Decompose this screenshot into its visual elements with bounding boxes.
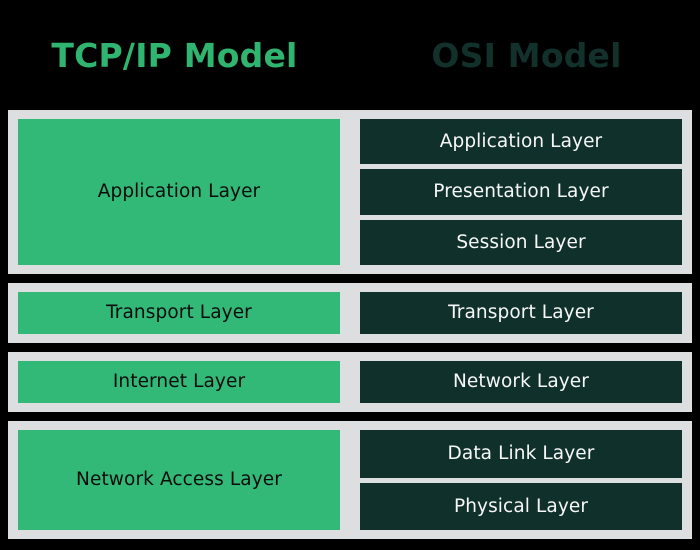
tcpip-column-row-3: Internet Layer	[18, 361, 340, 403]
tcpip-column-row-1: Application Layer	[18, 119, 340, 265]
osi-column-row-2: Transport Layer	[360, 292, 682, 334]
osi-model-title: OSI Model	[431, 35, 622, 75]
layer-rows: Application Layer Application Layer Pres…	[8, 110, 692, 539]
tcpip-column-row-4: Network Access Layer	[18, 430, 340, 530]
layer-row-application: Application Layer Application Layer Pres…	[8, 110, 692, 274]
tcpip-layer-network-access[interactable]: Network Access Layer	[18, 430, 340, 530]
tcpip-layer-transport[interactable]: Transport Layer	[18, 292, 340, 334]
tcpip-layer-internet[interactable]: Internet Layer	[18, 361, 340, 403]
tcpip-layer-application[interactable]: Application Layer	[18, 119, 340, 265]
osi-column-row-4: Data Link Layer Physical Layer	[360, 430, 682, 530]
layer-row-network: Internet Layer Network Layer	[8, 352, 692, 412]
tcpip-column-row-2: Transport Layer	[18, 292, 340, 334]
tcpip-model-title: TCP/IP Model	[51, 35, 298, 75]
osi-layer-application[interactable]: Application Layer	[360, 119, 682, 165]
osi-layer-network[interactable]: Network Layer	[360, 361, 682, 403]
osi-layer-data-link[interactable]: Data Link Layer	[360, 430, 682, 478]
layer-row-transport: Transport Layer Transport Layer	[8, 283, 692, 343]
osi-layer-session[interactable]: Session Layer	[360, 219, 682, 265]
layer-row-network-access: Network Access Layer Data Link Layer Phy…	[8, 421, 692, 539]
osi-layer-presentation[interactable]: Presentation Layer	[360, 169, 682, 215]
osi-column-row-3: Network Layer	[360, 361, 682, 403]
osi-layer-physical[interactable]: Physical Layer	[360, 482, 682, 530]
column-headers: TCP/IP Model OSI Model	[8, 0, 692, 110]
osi-layer-transport[interactable]: Transport Layer	[360, 292, 682, 334]
osi-column-row-1: Application Layer Presentation Layer Ses…	[360, 119, 682, 265]
